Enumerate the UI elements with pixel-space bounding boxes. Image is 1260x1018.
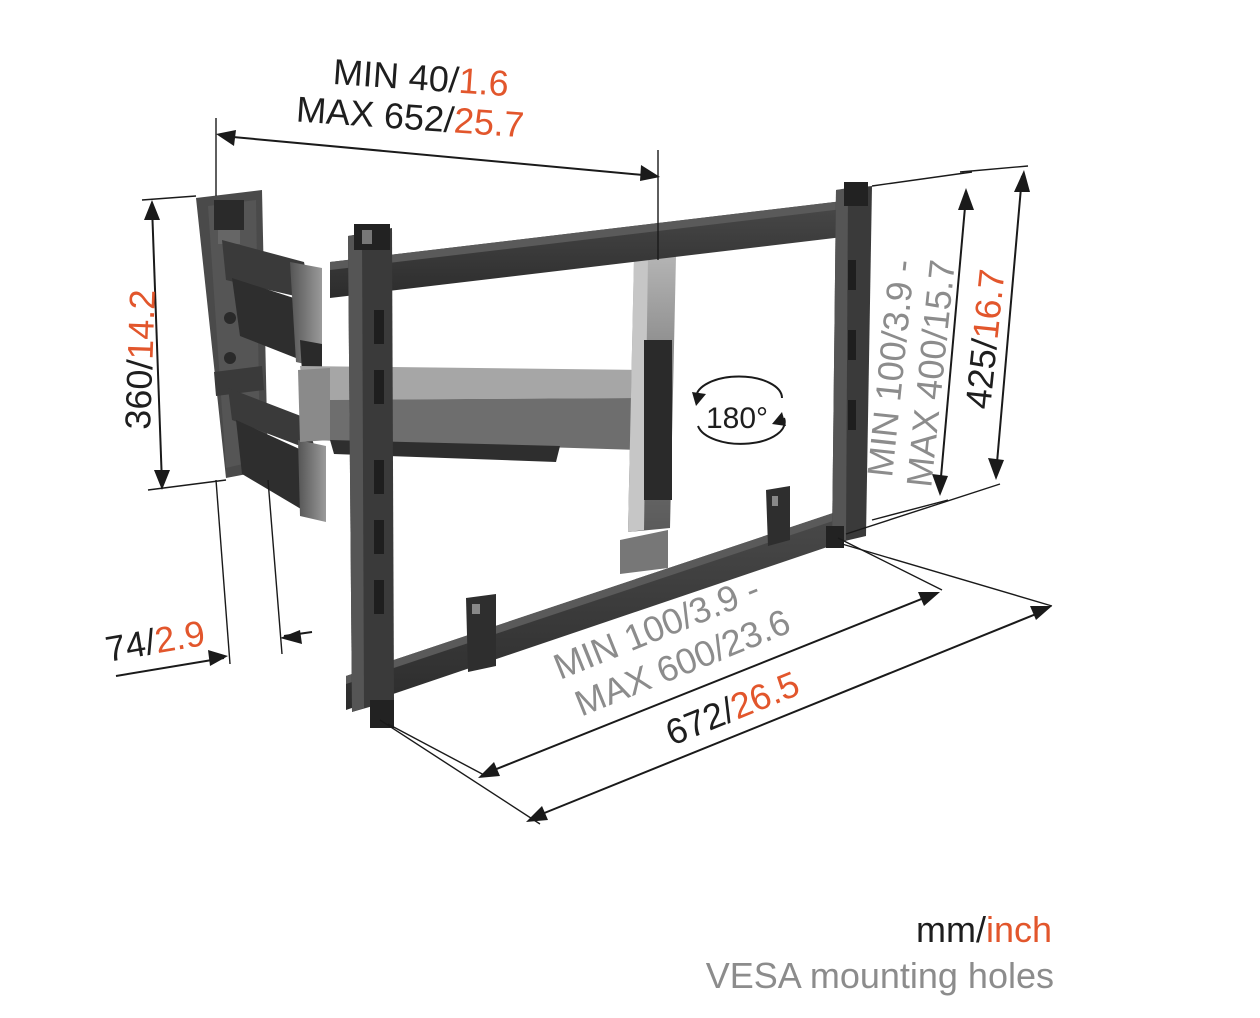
rotation-label: 180° <box>706 402 768 435</box>
svg-text:mm/inch: mm/inch <box>916 909 1052 950</box>
depth-mm: 74/ <box>102 621 158 670</box>
top-min-mm: MIN 40/ <box>332 51 461 101</box>
right-vertical-bracket <box>826 182 872 548</box>
rotation-indicator: 180° <box>692 375 786 445</box>
height-mm: 360/ <box>117 359 160 430</box>
dimension-lines <box>115 118 1053 825</box>
frame-height-label: 425/16.7 <box>957 267 1012 411</box>
lower-arm <box>228 388 326 522</box>
top-min-inch: 1.6 <box>457 60 510 104</box>
frame-h-mm: 425/ <box>957 337 1005 411</box>
svg-text:MIN 40/1.6: MIN 40/1.6 <box>332 51 511 104</box>
vesa-v-min-inch: 3.9 - <box>874 258 922 334</box>
legend-units-mm: mm/ <box>916 909 986 950</box>
height-inch: 14.2 <box>119 289 162 360</box>
top-max-inch: 25.7 <box>453 100 526 146</box>
height-360-label: 360/14.2 <box>117 289 163 431</box>
svg-text:74/2.9: 74/2.9 <box>102 612 208 670</box>
center-column <box>620 256 676 574</box>
svg-text:425/16.7: 425/16.7 <box>957 267 1012 411</box>
vesa-vertical-label: MIN 100/3.9 - MAX 400/15.7 <box>859 258 963 489</box>
top-dimension-label: MIN 40/1.6 MAX 652/25.7 <box>295 51 526 146</box>
svg-text:360/14.2: 360/14.2 <box>117 289 163 431</box>
bottom-mounting-tabs <box>466 486 790 672</box>
frame-top-rail <box>330 198 868 298</box>
legend-units-inch: inch <box>986 909 1052 950</box>
left-vertical-bracket <box>348 224 394 728</box>
legend-vesa-note: VESA mounting holes <box>706 955 1054 996</box>
vesa-v-max-inch: 15.7 <box>915 258 963 332</box>
depth-74-label: 74/2.9 <box>102 612 208 670</box>
frame-h-inch: 16.7 <box>965 267 1013 341</box>
legend: mm/inch VESA mounting holes <box>706 909 1054 996</box>
bracket-illustration <box>196 182 872 728</box>
depth-inch: 2.9 <box>152 612 208 661</box>
